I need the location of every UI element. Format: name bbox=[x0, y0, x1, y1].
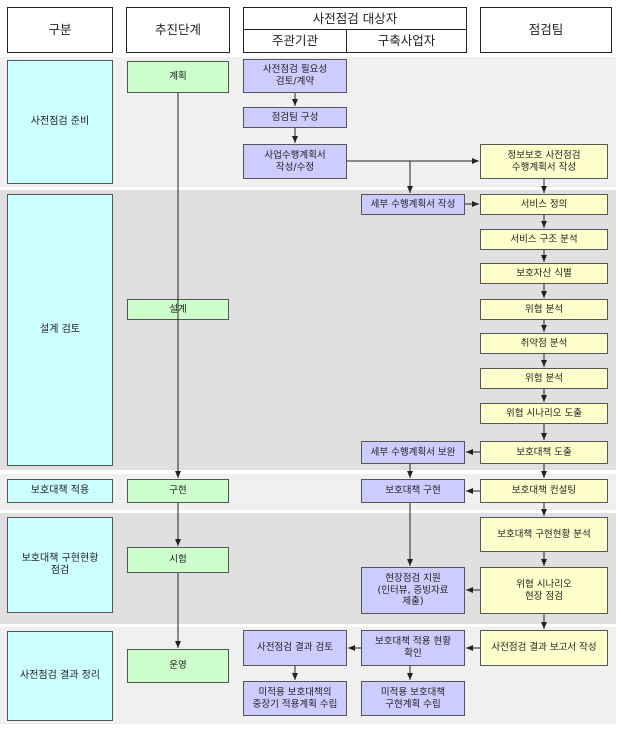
header-category: 구분 bbox=[7, 7, 113, 53]
team-plan-writing: 정보보호 사전점검 수행계획서 작성 bbox=[480, 144, 608, 179]
team-risk-analysis: 위험 분석 bbox=[480, 368, 608, 389]
stage-design-review: 설계 검토 bbox=[7, 194, 113, 466]
header-org: 주관기관 bbox=[243, 29, 347, 53]
org-result-review: 사전점검 결과 검토 bbox=[243, 630, 347, 666]
team-asset-identification: 보호자산 식별 bbox=[480, 263, 608, 284]
header-target: 사전점검 대상자 bbox=[243, 7, 467, 30]
stage-apply: 보호대책 적용 bbox=[7, 479, 113, 503]
stage-result: 사전점검 결과 정리 bbox=[7, 631, 113, 721]
header-builder: 구축사업자 bbox=[346, 29, 467, 53]
builder-onsite-support: 현장점검 지원 (인터뷰, 증빙자료 제출) bbox=[361, 567, 465, 614]
header-phase: 추진단계 bbox=[126, 7, 230, 53]
builder-status-check: 보호대책 적용 현황 확인 bbox=[361, 630, 465, 666]
header-team: 점검팀 bbox=[480, 7, 612, 53]
builder-implement: 보호대책 구현 bbox=[361, 479, 465, 503]
phase-design: 설계 bbox=[127, 299, 229, 320]
team-implementation-analysis: 보호대책 구현현황 분석 bbox=[480, 517, 608, 552]
phase-operate: 운영 bbox=[127, 649, 229, 683]
phase-plan: 계획 bbox=[127, 61, 229, 93]
phase-build: 구현 bbox=[127, 479, 229, 503]
org-team-formation: 점검팀 구성 bbox=[243, 107, 347, 128]
team-countermeasure-derivation: 보호대책 도출 bbox=[480, 441, 608, 464]
team-service-definition: 서비스 정의 bbox=[480, 194, 608, 215]
team-final-report: 사전점검 결과 보고서 작성 bbox=[480, 630, 608, 666]
team-service-structure: 서비스 구조 분석 bbox=[480, 229, 608, 250]
team-threat-scenario: 위협 시나리오 도출 bbox=[480, 403, 608, 424]
team-onsite-inspection: 위협 시나리오 현장 점검 bbox=[480, 567, 608, 614]
org-necessity-review: 사전점검 필요성 검토/계약 bbox=[243, 59, 347, 93]
builder-plan-supplement: 세부 수행계획서 보완 bbox=[361, 441, 465, 464]
org-longterm-plan: 미적용 보호대책의 중장기 적용계획 수립 bbox=[243, 681, 347, 716]
builder-detail-plan: 세부 수행계획서 작성 bbox=[361, 194, 465, 215]
stage-prep: 사전점검 준비 bbox=[7, 60, 113, 184]
phase-test: 시험 bbox=[127, 547, 229, 573]
team-countermeasure-consulting: 보호대책 컨설팅 bbox=[480, 479, 608, 503]
builder-impl-plan: 미적용 보호대책 구현계획 수립 bbox=[361, 681, 465, 716]
team-vulnerability-analysis: 취약점 분석 bbox=[480, 333, 608, 354]
team-threat-analysis: 위협 분석 bbox=[480, 299, 608, 320]
stage-inspect: 보호대책 구현현황 점검 bbox=[7, 517, 113, 613]
org-project-plan: 사업수행계획서 작성/수정 bbox=[243, 144, 347, 179]
